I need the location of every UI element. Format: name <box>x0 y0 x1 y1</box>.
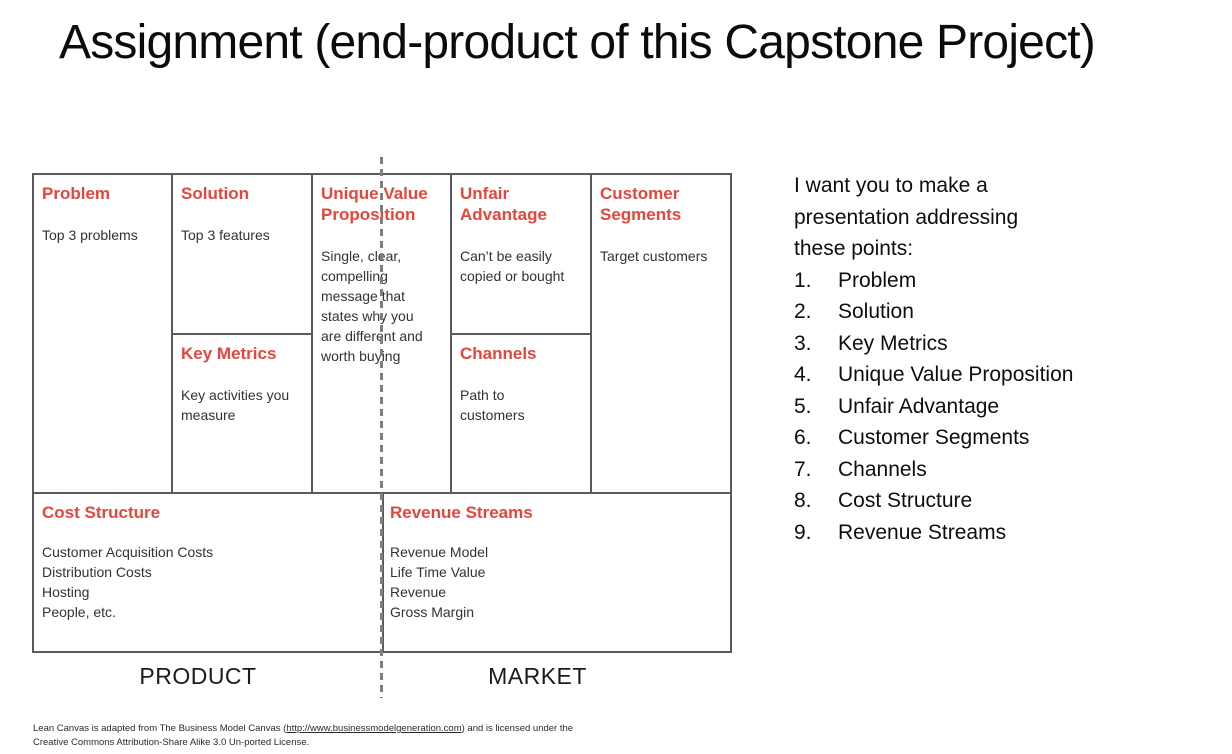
assignment-item-label: Problem <box>838 268 917 292</box>
cell-title-unique-value-proposition: Unique Value Proposition <box>321 184 428 224</box>
assignment-item-label: Solution <box>838 300 914 323</box>
assignment-item-number: 6. <box>794 426 812 449</box>
zone-label-market: MARKET <box>488 663 587 689</box>
license-note: Lean Canvas is adapted from The Business… <box>33 722 658 749</box>
assignment-intro: I want you to make a presentation addres… <box>794 174 1019 260</box>
assignment-item-label: Channels <box>838 457 927 481</box>
cell-body-cost-structure: Customer Acquisition Costs Distribution … <box>42 544 214 620</box>
divider-unfair-channels <box>450 333 592 335</box>
divider-cost-revenue <box>382 492 384 651</box>
canvas-cell-solution: Solution Top 3 features <box>173 175 311 333</box>
assignment-item-key-metrics: 3. Key Metrics <box>794 328 1226 360</box>
cell-body-channels: Path to customers <box>460 387 525 423</box>
license-link[interactable]: http://www.businessmodelgeneration.com <box>286 723 462 734</box>
cell-title-channels: Channels <box>460 344 537 363</box>
assignment-item-problem: 1. Problem <box>794 265 1226 297</box>
assignment-panel: I want you to make a presentation addres… <box>794 170 1226 548</box>
lean-canvas: Problem Top 3 problems Solution Top 3 fe… <box>32 173 732 653</box>
assignment-item-label: Key Metrics <box>838 331 948 355</box>
assignment-item-label: Revenue Streams <box>838 520 1007 544</box>
cell-body-revenue-streams: Revenue Model Life Time Value Revenue Gr… <box>390 544 489 620</box>
cell-body-customer-segments: Target customers <box>600 248 708 264</box>
assignment-item-unique-value-proposition: 4. Unique Value Proposition <box>794 359 1226 391</box>
cell-title-problem: Problem <box>42 184 111 203</box>
cell-body-key-metrics: Key activities you measure <box>181 387 290 423</box>
product-market-dashed-divider <box>380 157 383 698</box>
assignment-item-number: 1. <box>794 268 812 292</box>
assignment-item-number: 9. <box>794 520 812 544</box>
cell-body-unique-value-proposition: Single, clear, compelling message that s… <box>321 248 423 364</box>
assignment-item-label: Customer Segments <box>838 426 1030 449</box>
assignment-item-number: 5. <box>794 394 812 418</box>
assignment-item-solution: 2. Solution <box>794 296 1226 328</box>
cell-body-problem: Top 3 problems <box>42 227 138 243</box>
assignment-item-channels: 7. Channels <box>794 454 1226 486</box>
assignment-item-customer-segments: 6. Customer Segments <box>794 422 1226 454</box>
divider-solution-keymetrics <box>171 333 313 335</box>
cell-title-solution: Solution <box>181 184 249 203</box>
canvas-cell-unique-value-proposition: Unique Value Proposition Single, clear, … <box>313 175 450 492</box>
assignment-item-number: 8. <box>794 489 812 512</box>
assignment-item-label: Unfair Advantage <box>838 394 1000 418</box>
canvas-cell-problem: Problem Top 3 problems <box>34 175 171 492</box>
cell-body-unfair-advantage: Can’t be easily copied or bought <box>460 248 565 284</box>
assignment-item-revenue-streams: 9. Revenue Streams <box>794 517 1226 549</box>
assignment-item-unfair-advantage: 5. Unfair Advantage <box>794 391 1226 423</box>
assignment-item-number: 2. <box>794 300 812 323</box>
canvas-cell-customer-segments: Customer Segments Target customers <box>592 175 730 492</box>
canvas-cell-channels: Channels Path to customers <box>452 335 590 492</box>
canvas-cell-unfair-advantage: Unfair Advantage Can’t be easily copied … <box>452 175 590 333</box>
license-text-suffix: ) and is licensed under the Creative Com… <box>33 723 574 748</box>
assignment-item-number: 7. <box>794 457 812 481</box>
cell-title-cost-structure: Cost Structure <box>42 503 161 522</box>
cell-title-customer-segments: Customer Segments <box>600 184 682 224</box>
assignment-list: 1. Problem 2. Solution 3. Key Metrics 4.… <box>794 265 1226 549</box>
canvas-cell-revenue-streams: Revenue Streams Revenue Model Life Time … <box>384 494 730 651</box>
assignment-item-label: Cost Structure <box>838 489 973 512</box>
assignment-item-number: 4. <box>794 363 812 386</box>
cell-title-unfair-advantage: Unfair Advantage <box>460 184 547 224</box>
cell-body-solution: Top 3 features <box>181 227 270 243</box>
slide-title: Assignment (end-product of this Capstone… <box>59 16 1096 69</box>
cell-title-revenue-streams: Revenue Streams <box>390 503 533 522</box>
canvas-cell-cost-structure: Cost Structure Customer Acquisition Cost… <box>34 494 382 651</box>
license-text-prefix: Lean Canvas is adapted from The Business… <box>33 723 287 734</box>
assignment-item-cost-structure: 8. Cost Structure <box>794 485 1226 517</box>
zone-label-product: PRODUCT <box>139 663 257 689</box>
assignment-item-label: Unique Value Proposition <box>838 363 1074 386</box>
assignment-item-number: 3. <box>794 331 812 355</box>
canvas-cell-key-metrics: Key Metrics Key activities you measure <box>173 335 311 492</box>
cell-title-key-metrics: Key Metrics <box>181 344 277 363</box>
